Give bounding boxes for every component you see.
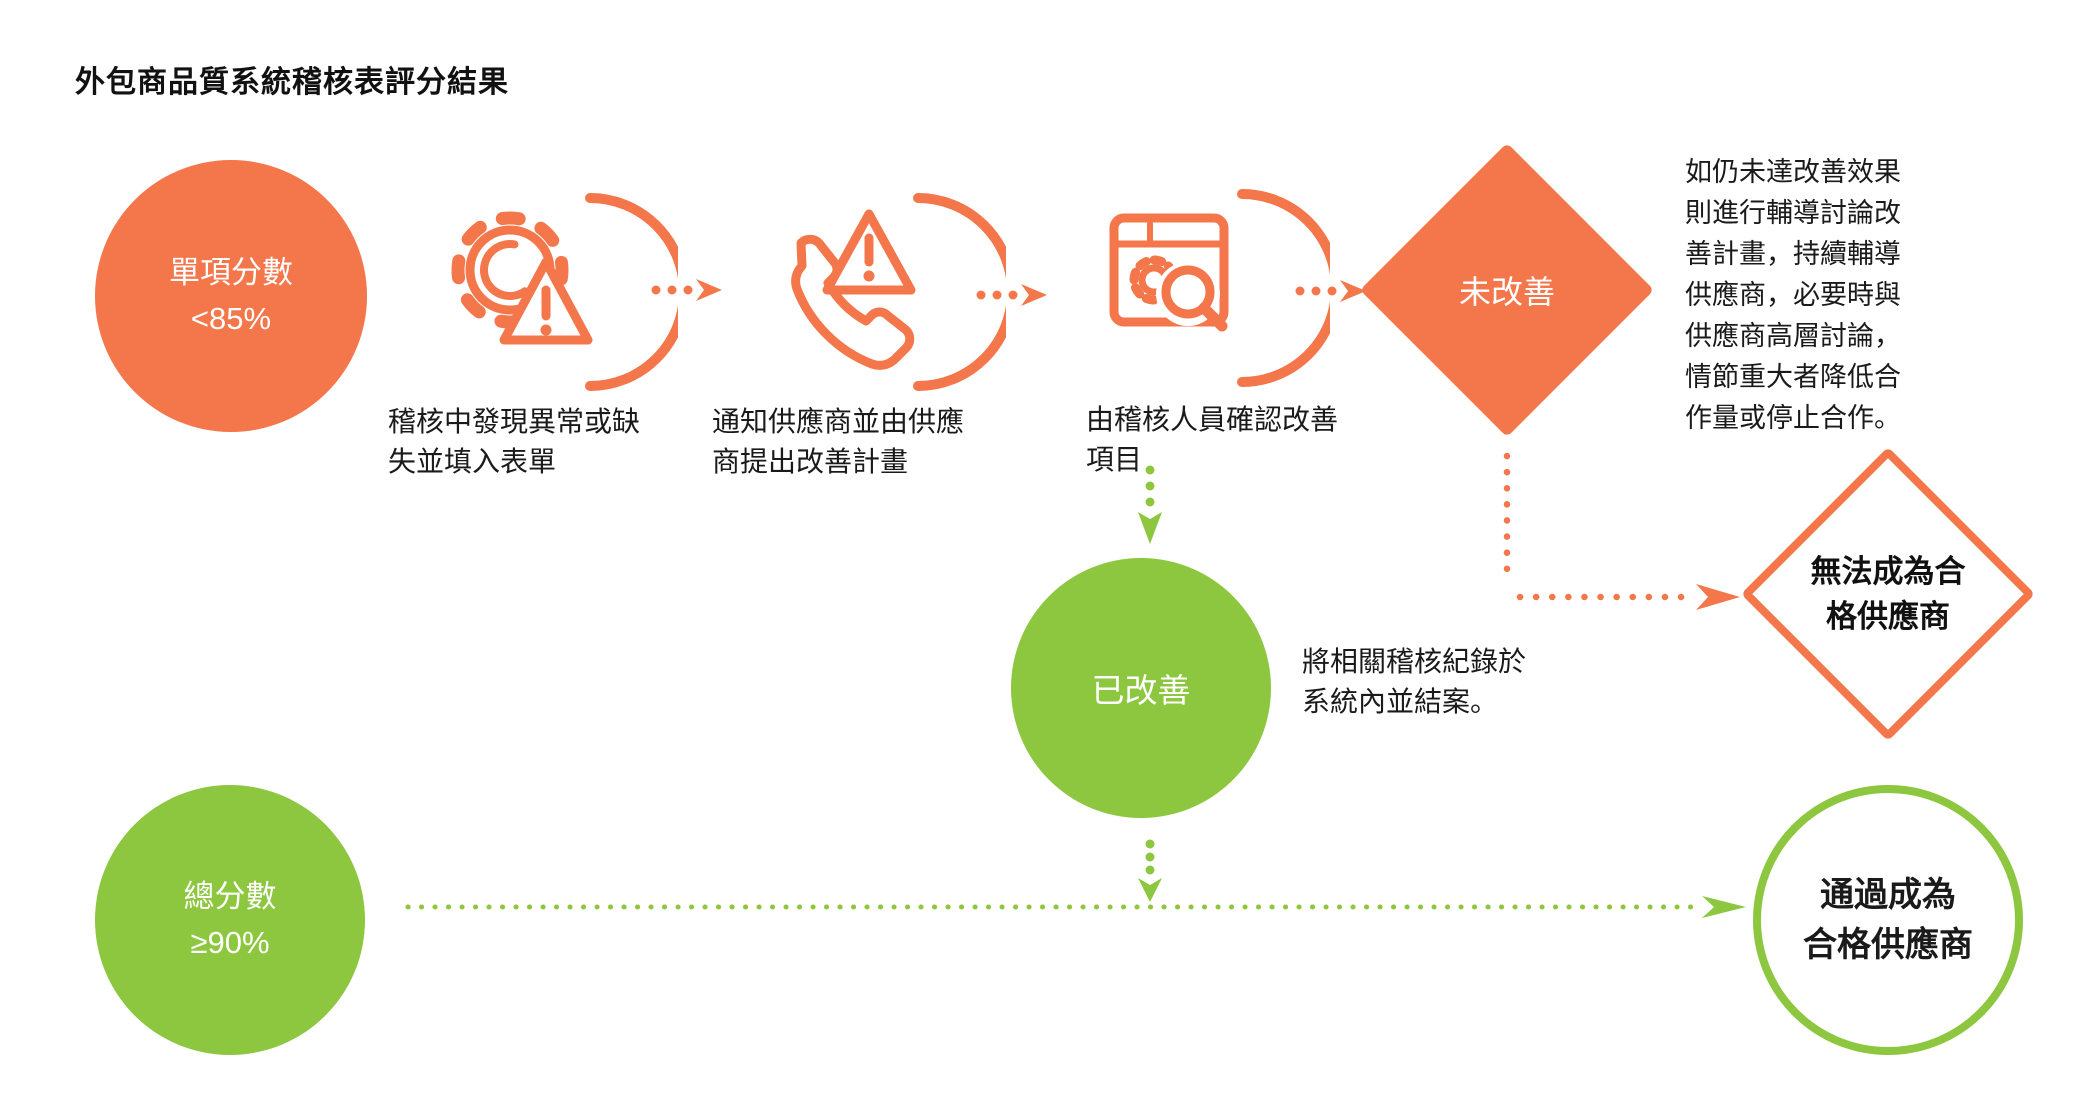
- phone-warning-icon: [791, 193, 1006, 391]
- step2-caption: 通知供應商並由供應商提出改善計畫: [712, 406, 965, 477]
- node-total-score: 總分數 ≥90%: [95, 785, 365, 1055]
- step3-caption: 由稽核人員確認改善項目: [1086, 404, 1339, 475]
- node-single-score-line2: <85%: [190, 301, 272, 336]
- dotted-arrow-right-icon: [976, 284, 1047, 306]
- dotted-arrow-down-icon: [1138, 465, 1162, 544]
- node-improved-label: 已改善: [1091, 672, 1191, 709]
- not-improved-note: 如仍未達改善效果則進行輔導討論改善計畫，持續輔導供應商，必要時與供應商高層討論，…: [1685, 157, 1901, 433]
- node-not-improved: 未改善: [1359, 142, 1655, 438]
- gear-warning-icon: [451, 193, 678, 391]
- dotted-elbow-arrow-icon: [1503, 452, 1740, 610]
- step1-caption: 稽核中發現異常或缺失並填入表單: [388, 406, 641, 477]
- dotted-arrow-down-icon: [1138, 839, 1162, 902]
- node-total-score-line2: ≥90%: [190, 925, 270, 960]
- swoosh-arc: [585, 193, 678, 391]
- node-single-score-line1: 單項分數: [169, 255, 293, 290]
- node-qualified-line2: 合格供應商: [1803, 926, 1973, 964]
- dotted-arrow-right-long-icon: [405, 896, 1746, 918]
- swoosh-arc: [913, 193, 1006, 391]
- dotted-arrow-right-icon: [1295, 280, 1366, 302]
- node-single-score: 單項分數 <85%: [95, 160, 367, 432]
- node-disqualified: 無法成為合 格供應商: [1740, 446, 2036, 742]
- node-total-score-line1: 總分數: [183, 879, 277, 914]
- node-disqualified-line1: 無法成為合: [1810, 554, 1966, 589]
- improved-note: 將相關稽核紀錄於系統內並結案。: [1302, 646, 1527, 717]
- node-not-improved-label: 未改善: [1458, 274, 1555, 310]
- swoosh-arc: [1237, 189, 1330, 387]
- page-title: 外包商品質系統稽核表評分結果: [75, 66, 509, 99]
- dotted-arrow-right-icon: [651, 279, 722, 301]
- node-qualified: 通過成為 合格供應商: [1753, 785, 2023, 1055]
- node-qualified-line1: 通過成為: [1820, 876, 1956, 914]
- audit-review-icon: [1109, 189, 1330, 387]
- node-improved: 已改善: [1011, 558, 1271, 818]
- node-disqualified-line2: 格供應商: [1826, 599, 1950, 634]
